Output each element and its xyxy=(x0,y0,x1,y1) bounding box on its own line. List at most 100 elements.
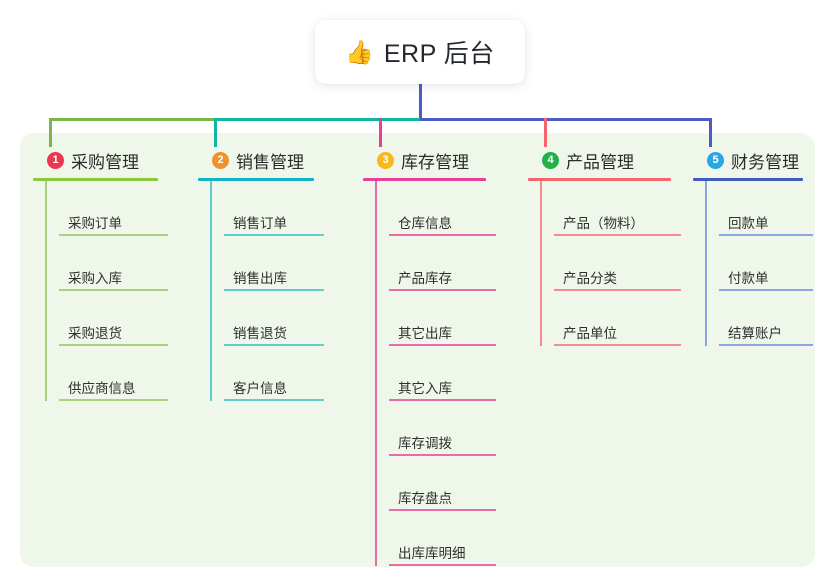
branch-item-label: 产品单位 xyxy=(563,325,617,341)
branch-item[interactable]: 产品（物料） xyxy=(542,181,681,236)
branch-item-rule xyxy=(59,399,168,401)
branch-column-4: 4 产品管理产品（物料） 产品分类产品单位 xyxy=(528,147,681,346)
thumbs-up-icon: 👍 xyxy=(345,38,374,65)
branch-item-label: 产品分类 xyxy=(563,270,617,286)
branch-column-3: 3 库存管理仓库信息产品库存其它出库其它入库库存调拨库存盘点出库库明细 xyxy=(363,147,513,566)
branch-column-1: 1 采购管理采购订单采购入库采购退货供应商信息 xyxy=(33,147,183,401)
branch-items-1: 采购订单采购入库采购退货供应商信息 xyxy=(33,181,183,401)
branch-header-3[interactable]: 3 库存管理 xyxy=(363,147,513,173)
branch-number-badge-1: 1 xyxy=(47,151,64,169)
branch-item-label: 出库库明细 xyxy=(398,545,466,561)
branch-item-label: 库存调拨 xyxy=(398,435,452,451)
branch-rule-5 xyxy=(693,178,803,181)
branch-number-badge-5: 5 xyxy=(707,151,724,169)
branch-item-label: 产品（物料） xyxy=(563,215,644,231)
branch-item-rule xyxy=(59,289,168,291)
branch-item[interactable]: 其它入库 xyxy=(377,346,513,401)
branch-rule-4 xyxy=(528,178,671,181)
diagram-background-panel xyxy=(20,133,815,567)
branch-item[interactable]: 仓库信息 xyxy=(377,181,513,236)
branch-item[interactable]: 付款单 xyxy=(707,236,815,291)
branch-drop-line-4 xyxy=(544,118,547,147)
root-node[interactable]: 👍 ERP 后台 xyxy=(315,20,525,84)
branch-item-rule xyxy=(389,344,496,346)
branch-item-label: 结算账户 xyxy=(728,325,782,341)
branch-rule-2 xyxy=(198,178,314,181)
branch-item[interactable]: 结算账户 xyxy=(707,291,815,346)
branch-item-rule xyxy=(719,234,813,236)
trunk-segment-right xyxy=(420,118,712,121)
branch-item-label: 采购退货 xyxy=(68,325,122,341)
branch-column-2: 2 销售管理销售订单销售出库销售退货客户信息 xyxy=(198,147,348,401)
branch-item-rule xyxy=(389,289,496,291)
branch-title-3: 库存管理 xyxy=(401,152,469,172)
branch-drop-line-2 xyxy=(214,118,217,147)
branch-items-5: 回款单付款单结算账户 xyxy=(693,181,815,346)
branch-spine-4 xyxy=(540,181,542,346)
branch-spine-1 xyxy=(45,181,47,401)
branch-title-1: 采购管理 xyxy=(71,152,139,172)
branch-drop-line-1 xyxy=(49,118,52,147)
root-stem-line xyxy=(419,84,422,118)
branch-item-rule xyxy=(719,289,813,291)
branch-spine-3 xyxy=(375,181,377,566)
branch-item[interactable]: 采购订单 xyxy=(47,181,183,236)
branch-number-badge-3: 3 xyxy=(377,151,394,169)
branch-item-rule xyxy=(59,344,168,346)
branch-spine-5 xyxy=(705,181,707,346)
branch-drop-line-5 xyxy=(709,118,712,147)
branch-item[interactable]: 其它出库 xyxy=(377,291,513,346)
branch-header-4[interactable]: 4 产品管理 xyxy=(528,147,678,173)
branch-item-label: 产品库存 xyxy=(398,270,452,286)
branch-item-label: 其它入库 xyxy=(398,380,452,396)
branch-item[interactable]: 产品库存 xyxy=(377,236,513,291)
branch-item-label: 供应商信息 xyxy=(68,380,136,396)
branch-item[interactable]: 销售退货 xyxy=(212,291,348,346)
branch-item[interactable]: 客户信息 xyxy=(212,346,348,401)
branch-item-label: 其它出库 xyxy=(398,325,452,341)
branch-title-4: 产品管理 xyxy=(566,152,634,172)
branch-number-badge-4: 4 xyxy=(542,151,559,169)
branch-item-label: 采购入库 xyxy=(68,270,122,286)
branch-item[interactable]: 供应商信息 xyxy=(47,346,183,401)
branch-item[interactable]: 库存盘点 xyxy=(377,456,513,511)
branch-item-rule xyxy=(719,344,813,346)
branch-item[interactable]: 产品分类 xyxy=(542,236,681,291)
branch-item-rule xyxy=(224,234,324,236)
branch-item[interactable]: 采购退货 xyxy=(47,291,183,346)
branch-item-rule xyxy=(224,344,324,346)
branch-item-rule xyxy=(389,234,496,236)
branch-item[interactable]: 销售订单 xyxy=(212,181,348,236)
branch-item[interactable]: 出库库明细 xyxy=(377,511,513,566)
trunk-segment-middle xyxy=(214,118,420,121)
branch-number-badge-2: 2 xyxy=(212,151,229,169)
branch-item-rule xyxy=(554,234,681,236)
branch-item[interactable]: 产品单位 xyxy=(542,291,681,346)
branch-rule-3 xyxy=(363,178,486,181)
branch-title-2: 销售管理 xyxy=(236,152,304,172)
branch-rule-1 xyxy=(33,178,158,181)
branch-drop-line-3 xyxy=(379,118,382,147)
branch-item-rule xyxy=(554,289,681,291)
branch-item-label: 采购订单 xyxy=(68,215,122,231)
branch-item-label: 销售订单 xyxy=(233,215,287,231)
branch-item-label: 仓库信息 xyxy=(398,215,452,231)
branch-item-rule xyxy=(389,399,496,401)
branch-item[interactable]: 销售出库 xyxy=(212,236,348,291)
branch-item[interactable]: 采购入库 xyxy=(47,236,183,291)
branch-header-1[interactable]: 1 采购管理 xyxy=(33,147,183,173)
branch-item[interactable]: 库存调拨 xyxy=(377,401,513,456)
branch-item-rule xyxy=(389,454,496,456)
branch-item-label: 客户信息 xyxy=(233,380,287,396)
branch-item-rule xyxy=(224,289,324,291)
branch-item-rule xyxy=(59,234,168,236)
branch-item-label: 销售退货 xyxy=(233,325,287,341)
branch-header-2[interactable]: 2 销售管理 xyxy=(198,147,348,173)
branch-item-label: 库存盘点 xyxy=(398,490,452,506)
branch-item[interactable]: 回款单 xyxy=(707,181,815,236)
root-title: ERP 后台 xyxy=(383,40,495,68)
branch-spine-2 xyxy=(210,181,212,401)
